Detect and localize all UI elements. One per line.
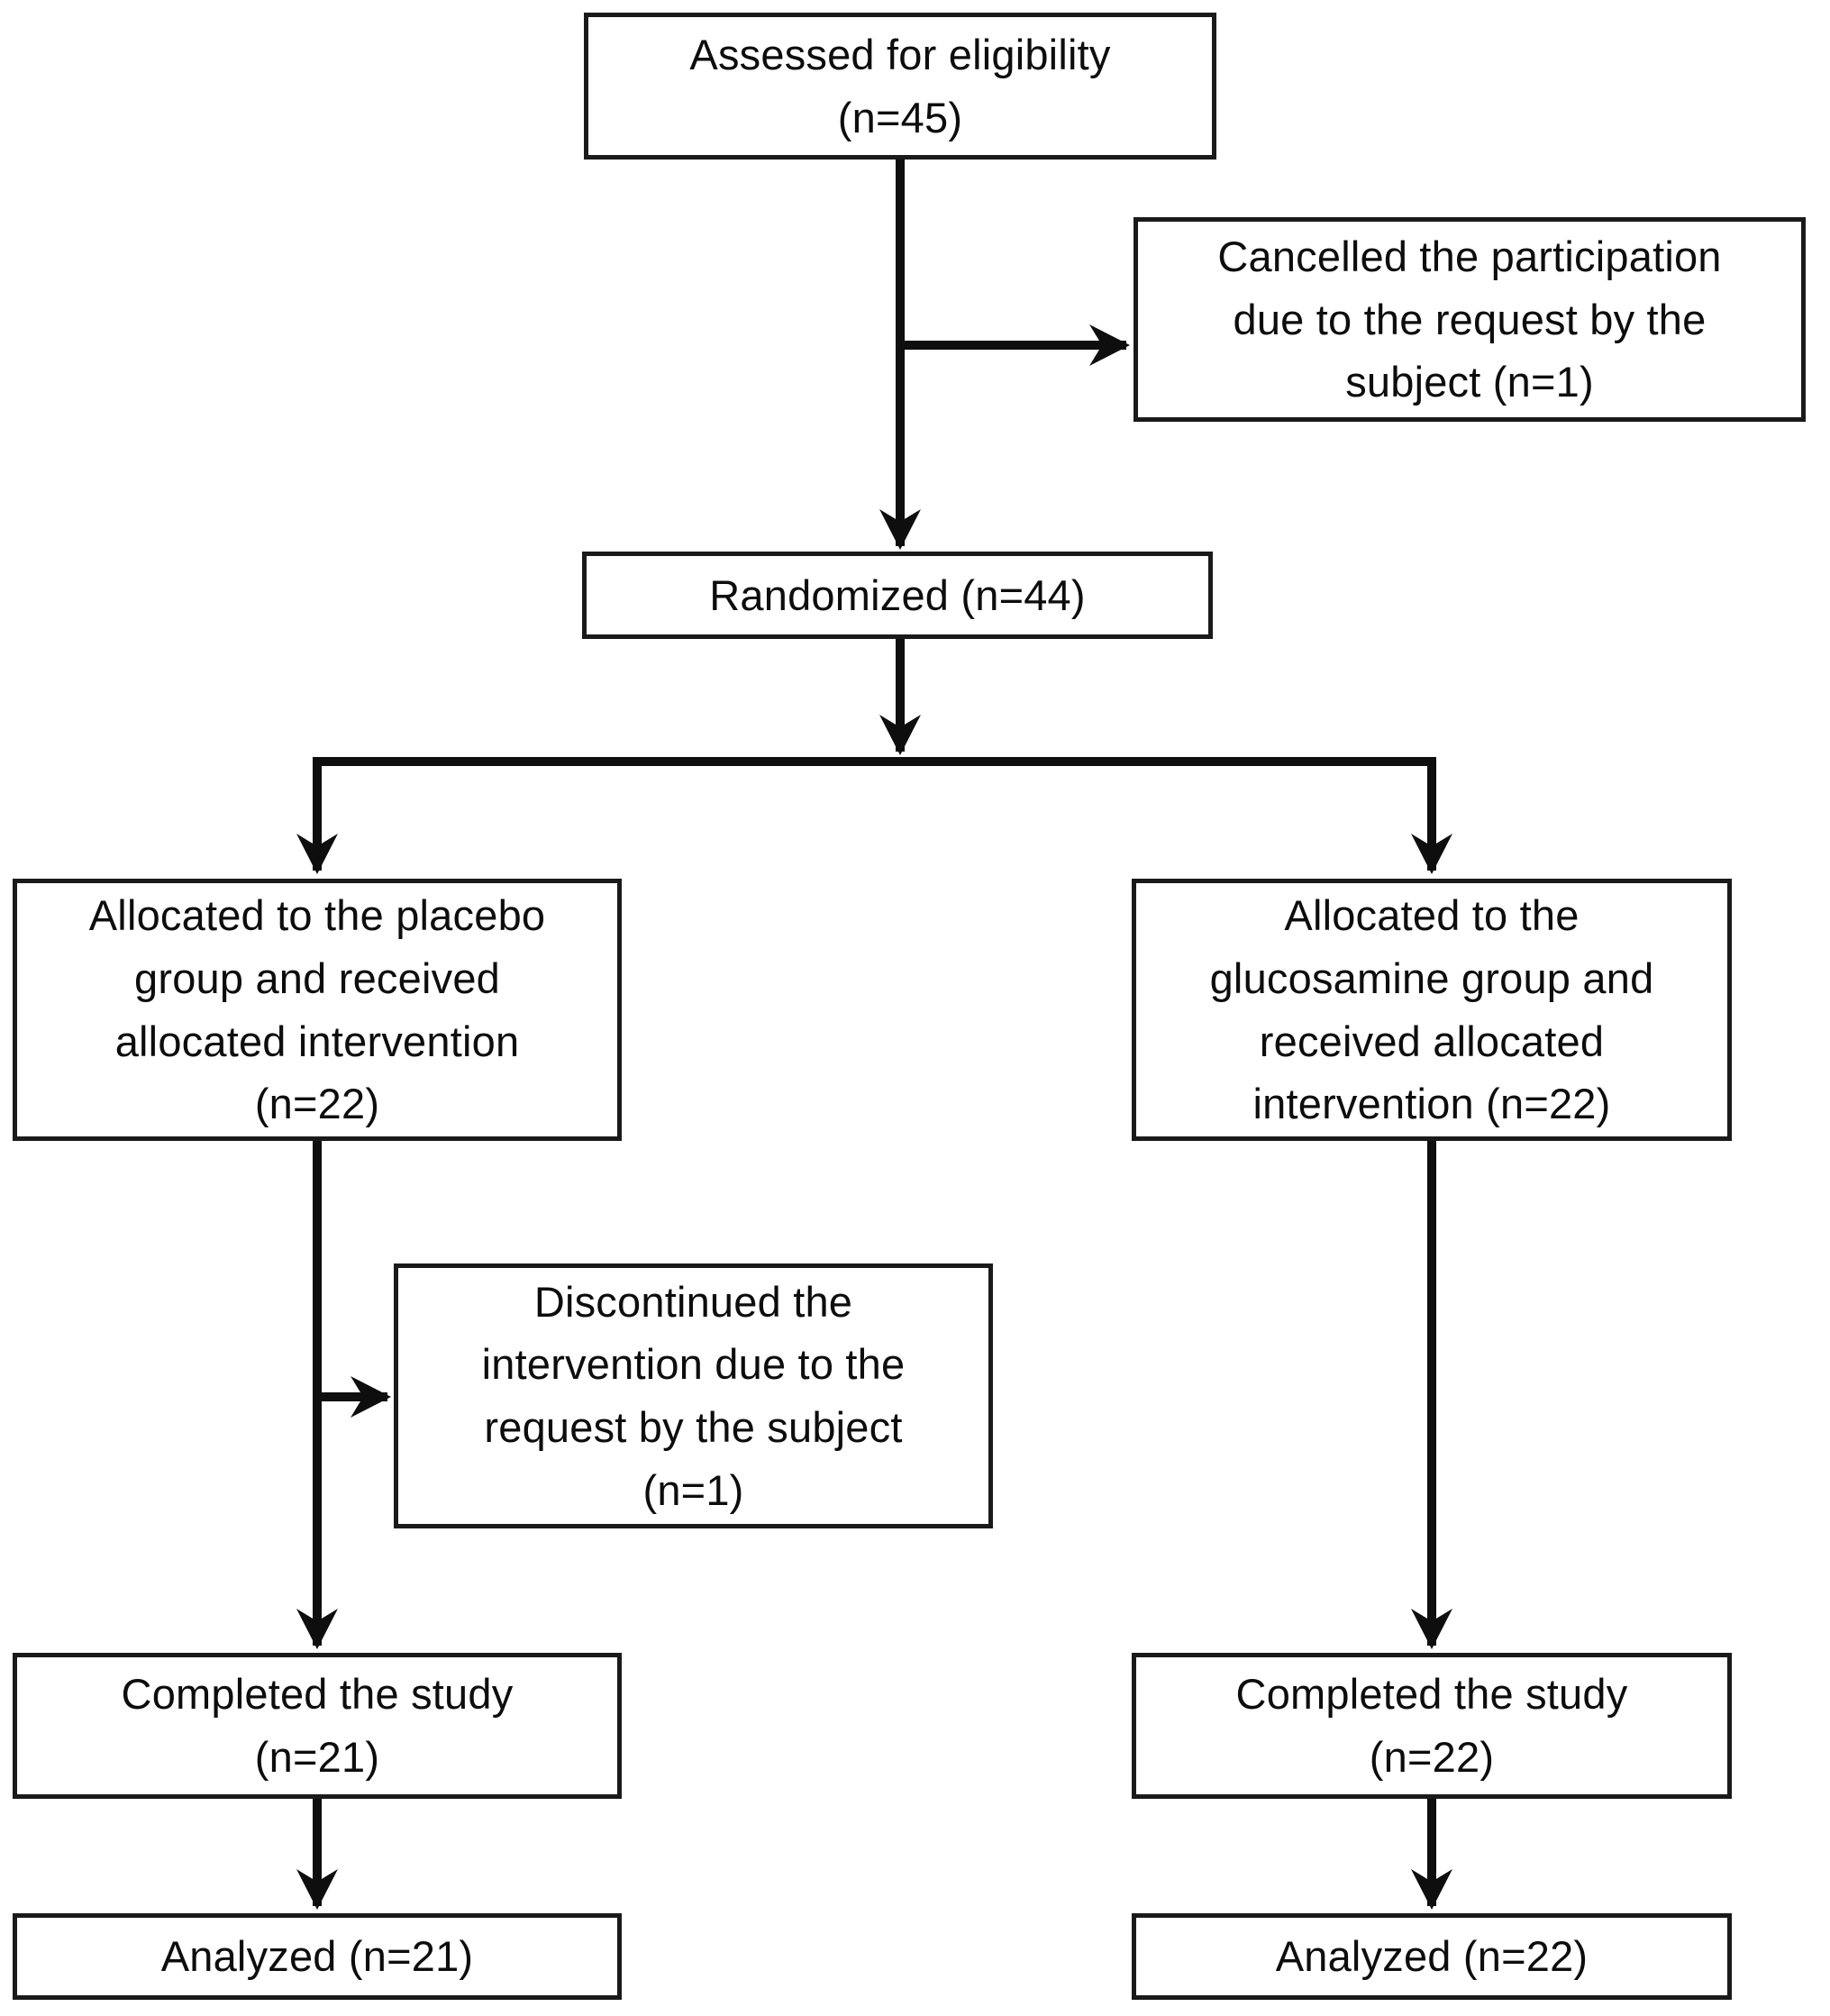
node-allocated-glucosamine: Allocated to the glucosamine group and r… (1132, 879, 1732, 1141)
node-discontinued-intervention: Discontinued the intervention due to the… (394, 1263, 993, 1528)
node-analyzed-glucosamine: Analyzed (n=22) (1132, 1913, 1732, 2000)
node-assessed-eligibility: Assessed for eligibility (n=45) (584, 13, 1216, 160)
node-cancelled-participation: Cancelled the participation due to the r… (1134, 217, 1806, 422)
node-randomized: Randomized (n=44) (582, 552, 1213, 639)
node-allocated-placebo: Allocated to the placebo group and recei… (13, 879, 622, 1141)
node-analyzed-placebo: Analyzed (n=21) (13, 1913, 622, 2000)
node-completed-placebo: Completed the study (n=21) (13, 1653, 622, 1799)
node-completed-glucosamine: Completed the study (n=22) (1132, 1653, 1732, 1799)
